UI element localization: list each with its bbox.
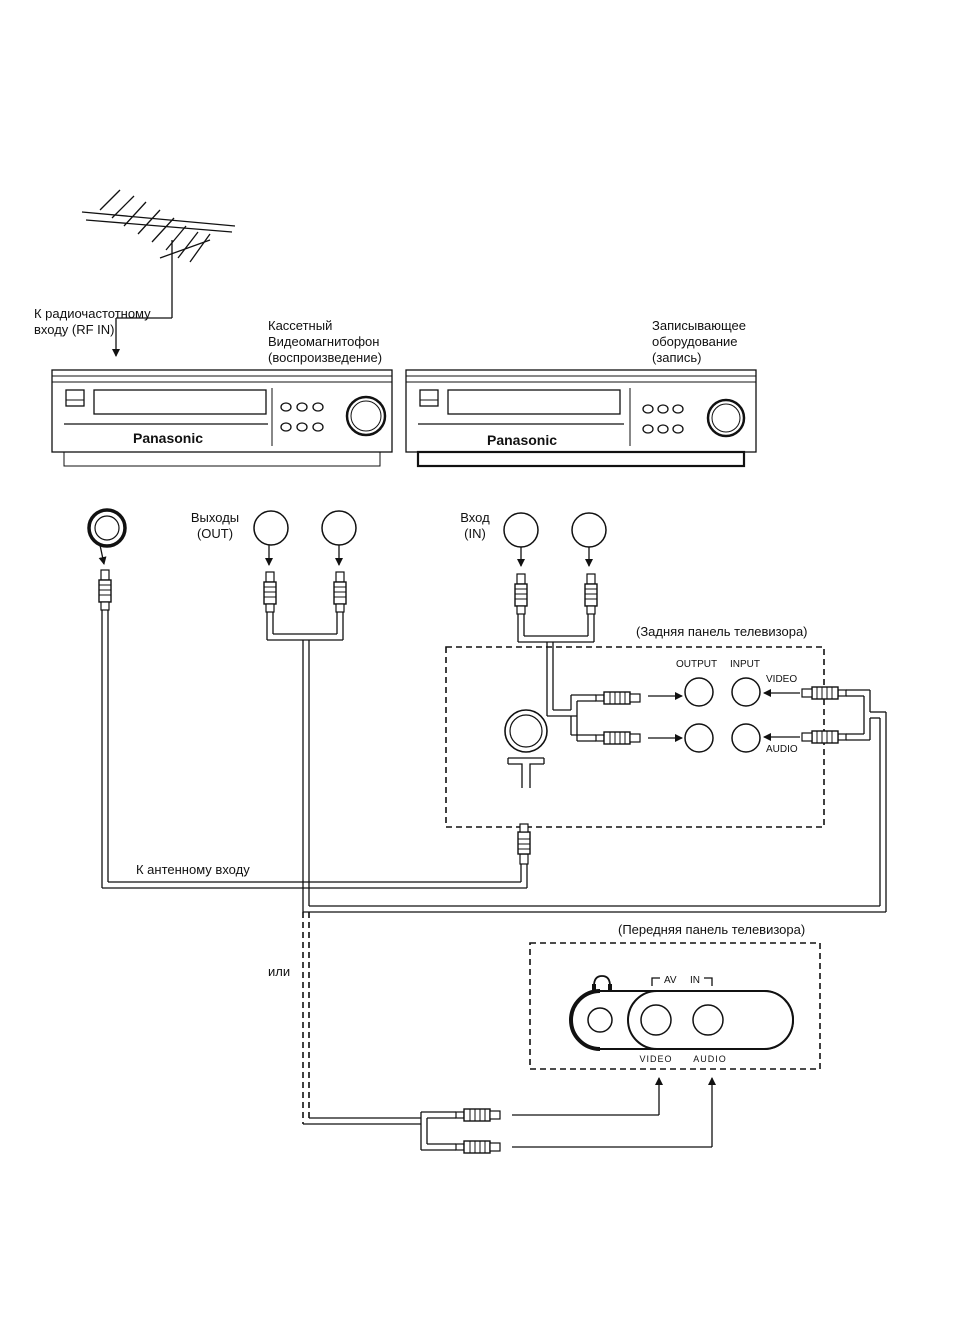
vcr-playback-buttons (281, 403, 323, 431)
in-audio-plug (585, 574, 597, 614)
inputs-label-line1: Вход (460, 510, 490, 525)
in-audio-jack (572, 513, 606, 547)
tv-input-video-jack (732, 678, 760, 706)
tv-rear-video-in-plug (596, 692, 640, 704)
front-headphone-jack (588, 1008, 612, 1032)
vcr-playback-label-line1: Кассетный (268, 318, 332, 333)
front-video-plug (456, 1109, 500, 1121)
rf-out-jack (89, 510, 125, 546)
alternative-cable (303, 912, 421, 1124)
rf-in-label-line2: входу (RF IN) (34, 322, 115, 337)
inputs-label-line2: (IN) (464, 526, 486, 541)
front-audio-label: AUDIO (693, 1054, 727, 1064)
recorder-brand: Panasonic (487, 432, 557, 448)
headphones-icon (592, 976, 612, 990)
tv-front-panel-label: (Передняя панель телевизора) (618, 922, 805, 937)
in-video-plug (515, 574, 527, 614)
tv-antenna-plug (518, 824, 530, 864)
outputs-label-line1: Выходы (191, 510, 239, 525)
vcr-playback-device: Panasonic (52, 370, 392, 466)
recorder-device: Panasonic (406, 370, 756, 466)
vcr-playback-label-line3: (воспроизведение) (268, 350, 382, 365)
out-video-jack (254, 511, 288, 545)
recorder-label-line2: оборудование (652, 334, 738, 349)
input-label: INPUT (730, 659, 760, 670)
output-label: OUTPUT (676, 659, 717, 670)
out-audio-plug (334, 572, 346, 612)
av-in-bracket (652, 978, 712, 986)
recorder-jog-dial (708, 400, 744, 436)
outputs-label-line2: (OUT) (197, 526, 233, 541)
front-video-label: VIDEO (639, 1054, 672, 1064)
audio-label: AUDIO (766, 744, 798, 755)
tv-rear-panel-label: (Задняя панель телевизора) (636, 624, 808, 639)
rf-plug (99, 570, 111, 610)
tv-rear-audio-in-plug (596, 732, 640, 744)
av-label: AV (664, 975, 677, 986)
antenna-input-label: К антенному входу (136, 862, 250, 877)
tv-antenna-jack (505, 710, 547, 788)
tv-rear-video-out-plug (802, 687, 846, 699)
in-label: IN (690, 975, 700, 986)
vcr-playback-jog-dial (347, 397, 385, 435)
output-cable (267, 612, 886, 912)
recorder-label-line1: Записывающее (652, 318, 746, 333)
vcr-playback-brand: Panasonic (133, 430, 203, 446)
vcr-playback-label-line2: Видеомагнитофон (268, 334, 379, 349)
out-video-plug (264, 572, 276, 612)
tv-input-audio-jack (732, 724, 760, 752)
front-video-jack (641, 1005, 671, 1035)
tv-output-audio-jack (685, 724, 713, 752)
rf-cable (102, 610, 527, 888)
or-label: или (268, 964, 290, 979)
front-audio-jack (693, 1005, 723, 1035)
tv-output-video-jack (685, 678, 713, 706)
in-video-jack (504, 513, 538, 547)
out-audio-jack (322, 511, 356, 545)
recorder-buttons (643, 405, 683, 433)
tv-rear-audio-out-plug (802, 731, 846, 743)
recorder-label-line3: (запись) (652, 350, 701, 365)
video-label: VIDEO (766, 674, 797, 685)
front-audio-plug (456, 1141, 500, 1153)
rf-in-label-line1: К радиочастотному (34, 306, 151, 321)
